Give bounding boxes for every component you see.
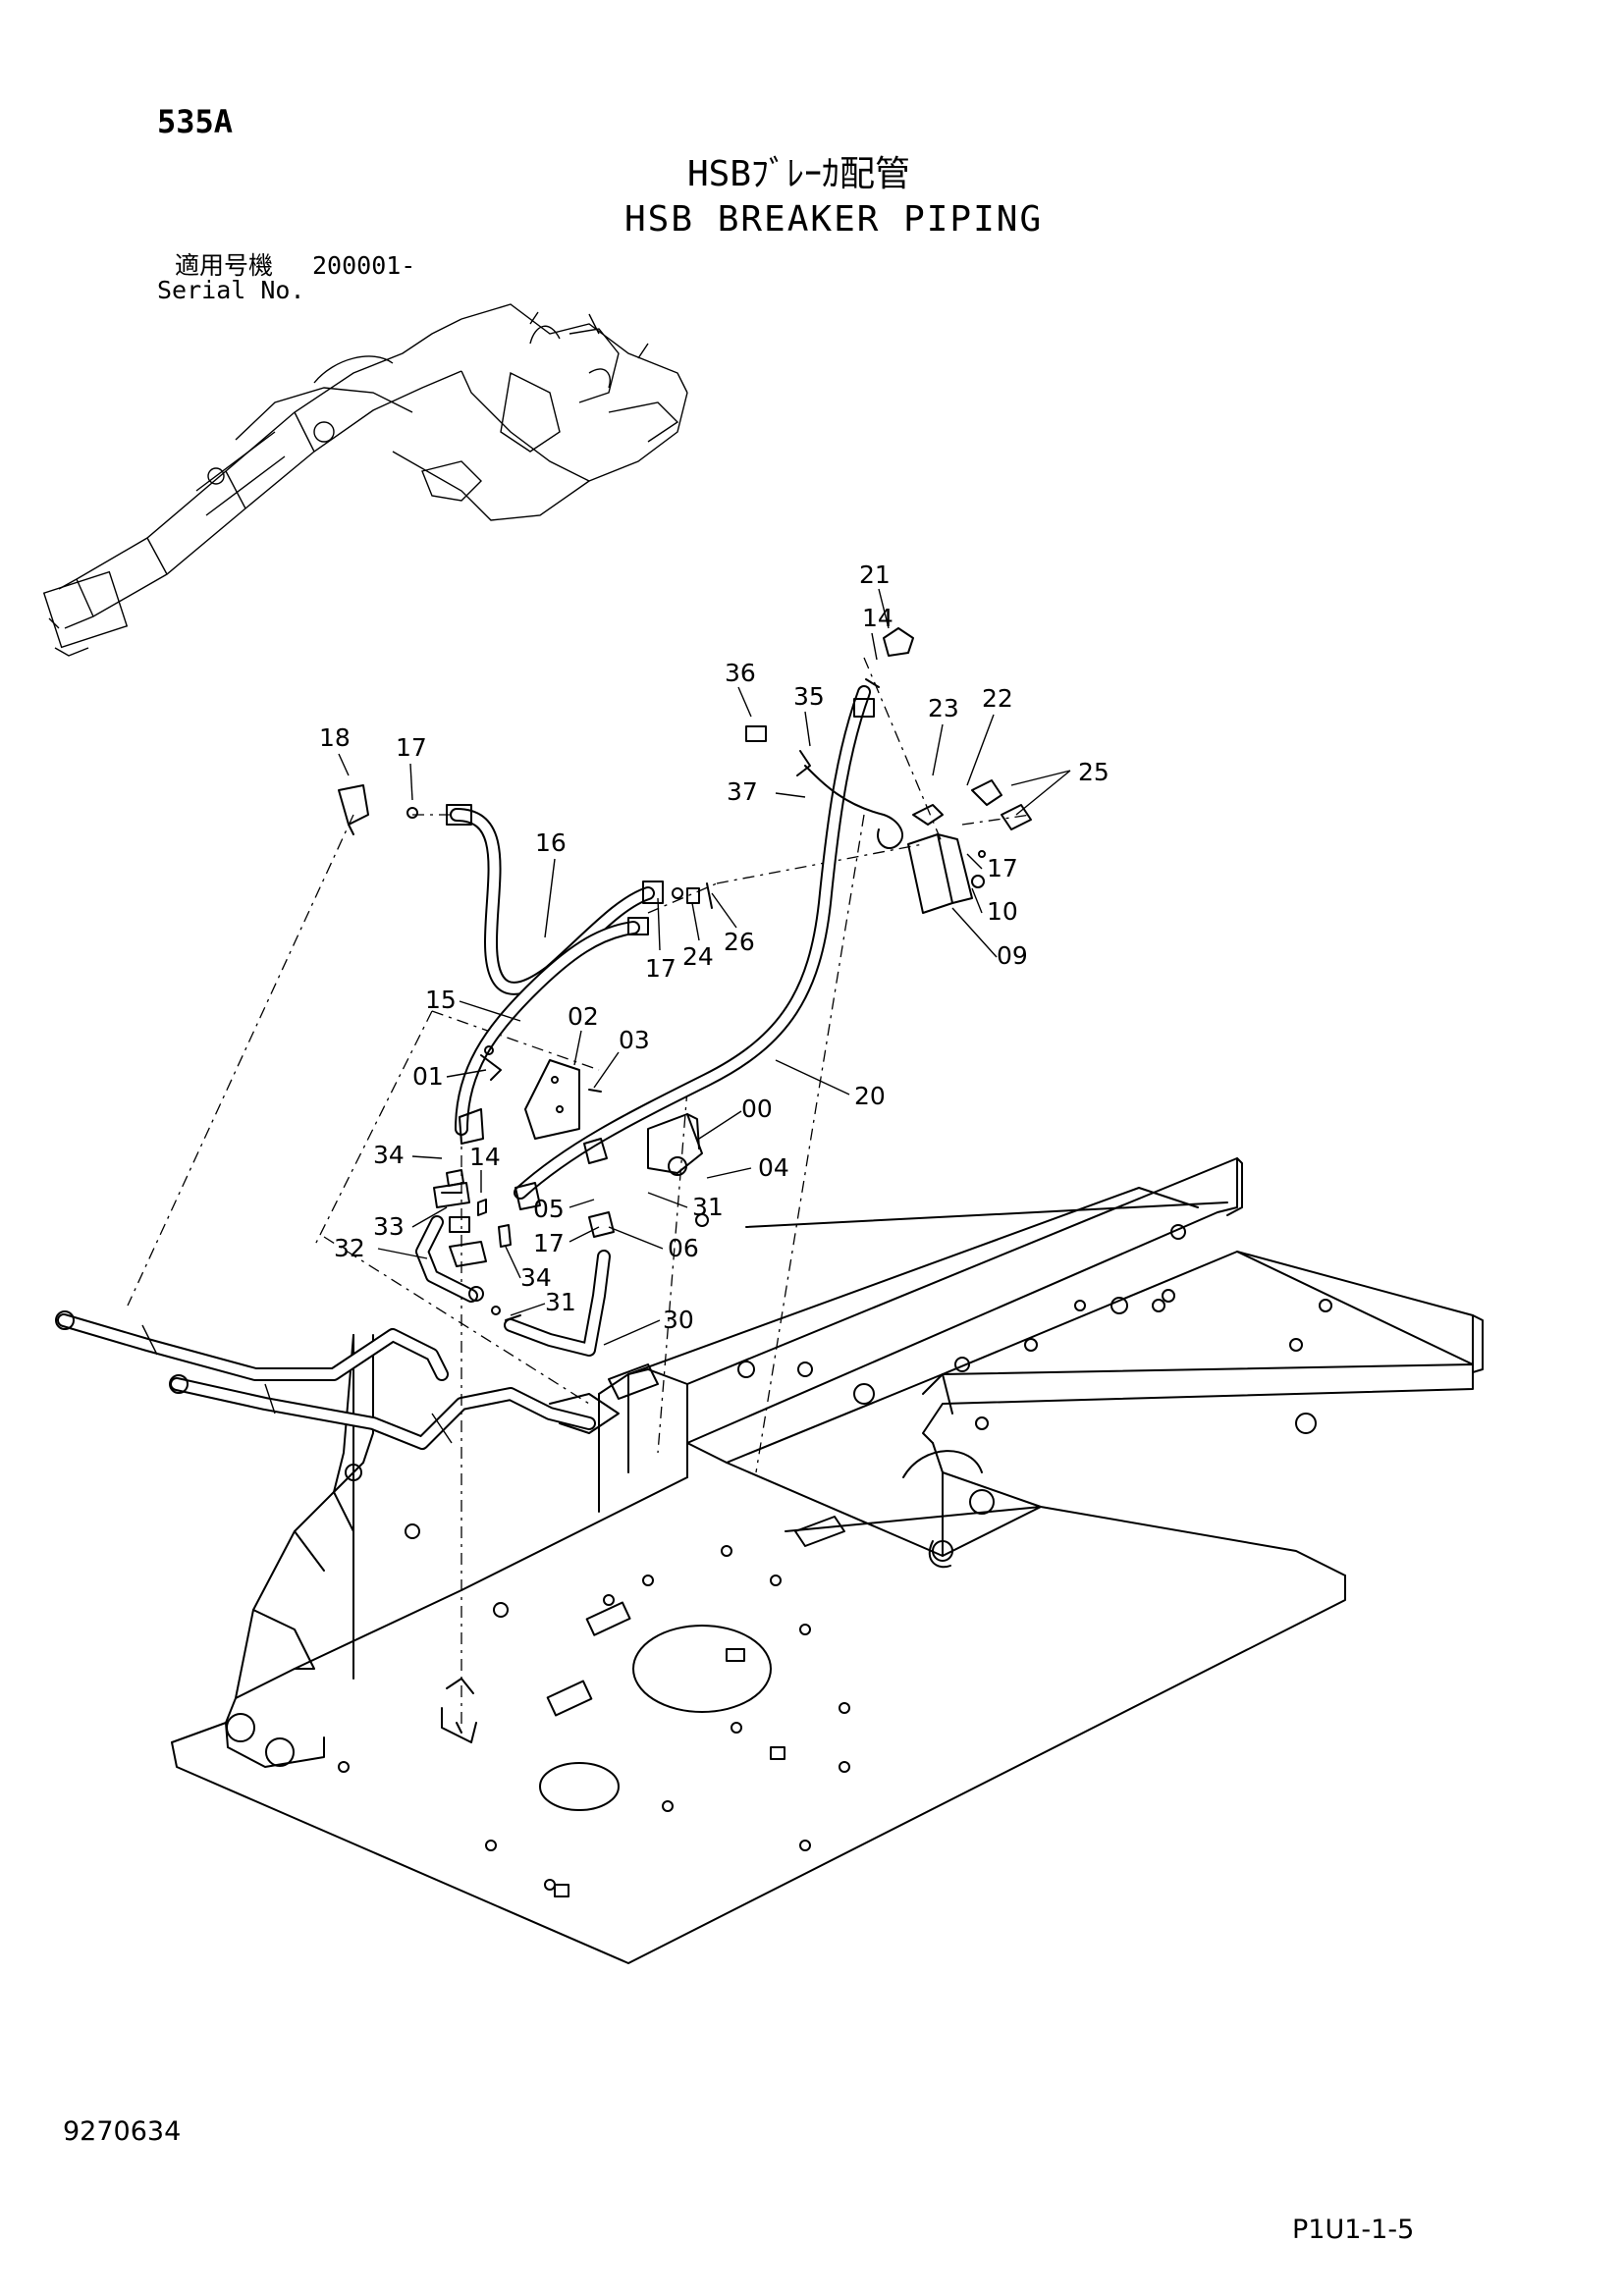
- upper-frame: [171, 1157, 1484, 1964]
- document-number: 9270634: [63, 2116, 182, 2147]
- callout-26: 26: [724, 928, 755, 956]
- callout-30: 30: [663, 1306, 694, 1334]
- callout-20: 20: [854, 1082, 886, 1110]
- hose-15: [455, 921, 640, 1136]
- callout-23: 23: [928, 694, 959, 722]
- hose-20: [514, 685, 871, 1200]
- callout-25: 25: [1078, 758, 1110, 786]
- callout-leaders: [338, 588, 1071, 1346]
- callout-22: 22: [982, 684, 1013, 713]
- serial-label-japanese: 適用号機: [175, 251, 274, 280]
- page-code: 535A: [157, 103, 234, 140]
- callout-04: 04: [758, 1153, 789, 1182]
- callout-09: 09: [997, 941, 1028, 970]
- callouts: 21 14 36 35 23 22 25 18 17 37 16 17 10 0…: [319, 561, 1110, 1334]
- machine-overview-sketch: [42, 303, 688, 657]
- callout-15: 15: [425, 986, 457, 1014]
- callout-14: 14: [469, 1143, 501, 1171]
- hose-16: [450, 808, 655, 995]
- callout-10: 10: [987, 897, 1018, 926]
- callout-24: 24: [682, 942, 714, 971]
- page-reference: P1U1-1-5: [1292, 2215, 1415, 2245]
- title-japanese: HSBﾌﾞﾚｰｶ配管: [687, 154, 911, 194]
- callout-05: 05: [533, 1195, 565, 1223]
- callout-31: 31: [692, 1193, 724, 1221]
- callout-34: 34: [520, 1263, 552, 1292]
- callout-02: 02: [568, 1002, 599, 1031]
- callout-17: 17: [396, 733, 427, 762]
- callout-32: 32: [334, 1234, 365, 1262]
- callout-21: 21: [859, 561, 891, 589]
- callout-35: 35: [793, 682, 825, 711]
- callout-06: 06: [668, 1234, 699, 1262]
- callout-31: 31: [545, 1288, 576, 1316]
- pipe-32: [415, 1215, 478, 1303]
- callout-00: 00: [741, 1095, 773, 1123]
- callout-17: 17: [987, 854, 1018, 882]
- callout-18: 18: [319, 723, 351, 752]
- hose-30: [504, 1250, 611, 1357]
- callout-34: 34: [373, 1141, 405, 1169]
- callout-17: 17: [645, 954, 677, 983]
- callout-01: 01: [412, 1062, 444, 1091]
- callout-33: 33: [373, 1212, 405, 1241]
- title-english: HSB BREAKER PIPING: [624, 199, 1044, 240]
- leader-lines: [127, 657, 1032, 1728]
- frame-pipes: [55, 1310, 620, 1450]
- callout-36: 36: [725, 659, 756, 687]
- serial-label-english: Serial No.: [157, 276, 305, 304]
- callout-16: 16: [535, 828, 567, 857]
- callout-03: 03: [619, 1026, 650, 1054]
- callout-37: 37: [727, 777, 758, 806]
- callout-17: 17: [533, 1229, 565, 1257]
- fittings: [338, 627, 1032, 1321]
- serial-value: 200001-: [312, 251, 416, 280]
